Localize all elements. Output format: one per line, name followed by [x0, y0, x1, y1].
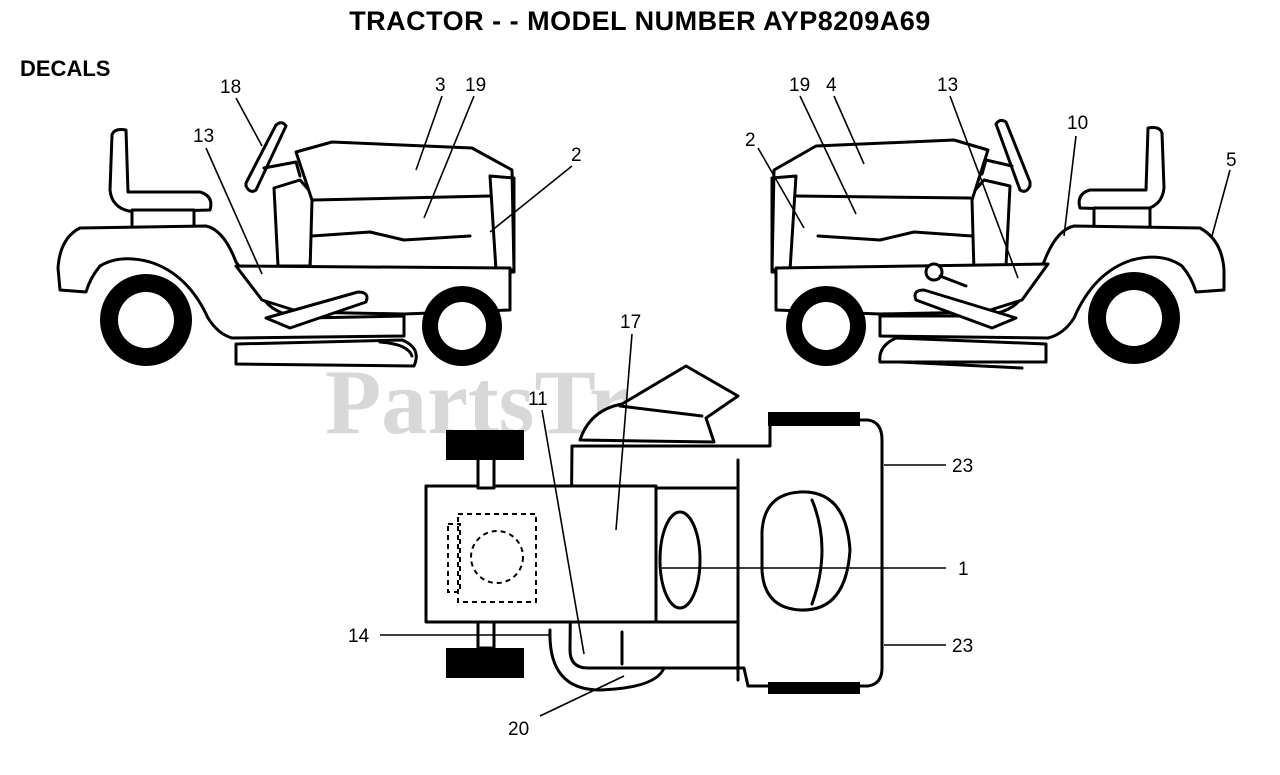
seat-top: [760, 490, 852, 612]
hood-top: [424, 484, 658, 624]
lever: [938, 274, 968, 288]
callout-19: 19: [789, 75, 810, 96]
dash-tower: [272, 178, 316, 268]
seat-back-line: [810, 498, 824, 606]
rear-tire-top-1: [768, 412, 860, 426]
callout-1: 1: [958, 559, 969, 580]
right-view-callouts: 19 4 13 10 2 5: [745, 75, 1237, 171]
hood: [294, 140, 516, 278]
callout-20: 20: [508, 719, 529, 740]
front-wheel-hub: [438, 302, 486, 350]
deck-lower-edge: [898, 360, 1024, 370]
engine-pulley: [470, 530, 524, 584]
hood-line: [312, 194, 492, 202]
front-wheel-hub: [802, 302, 850, 350]
hood-side-line: [310, 230, 472, 242]
callout-11: 11: [528, 389, 548, 410]
top-view-callouts: 17 11 23 1 14 23 20: [348, 312, 973, 740]
callout-23: 23: [952, 456, 973, 477]
seat: [108, 128, 213, 214]
callout-23: 23: [952, 636, 973, 657]
hood: [770, 138, 990, 278]
rear-tire-top-2: [768, 682, 860, 694]
rear-wheel-hub: [118, 292, 174, 348]
mower-deck-top: [548, 628, 666, 692]
dash-tower: [968, 178, 1012, 268]
engine-side: [447, 523, 461, 593]
front-axle-top: [476, 456, 496, 490]
callout-14: 14: [348, 626, 370, 647]
section-label: DECALS: [20, 56, 111, 81]
callout-5: 5: [1226, 150, 1237, 171]
dash-outline: [654, 486, 740, 624]
mower-deck: [878, 336, 1048, 364]
callout-2: 2: [745, 130, 756, 151]
tractor-left-side-view: [56, 121, 516, 368]
callout-19: 19: [465, 75, 486, 96]
grille: [770, 174, 798, 272]
rear-fender: [878, 224, 1226, 340]
front-tire-bottom: [446, 648, 524, 678]
hood-line: [794, 194, 972, 200]
steering-column: [262, 160, 302, 178]
steering-wheel: [244, 121, 288, 193]
callout-4: 4: [826, 75, 837, 96]
mower-deck: [234, 338, 418, 368]
steering-column: [980, 158, 1014, 176]
steering-wheel-top: [658, 510, 702, 610]
callout-3: 3: [435, 75, 446, 96]
callout-2: 2: [571, 145, 582, 166]
engine-outline: [457, 513, 537, 603]
open-hood-flap: [578, 364, 740, 444]
callout-13: 13: [937, 75, 958, 96]
left-view-callouts: 18 13 3 19 2: [193, 75, 582, 166]
page-title: TRACTOR - - MODEL NUMBER AYP8209A69: [349, 6, 931, 36]
hood-flap-crease: [618, 404, 704, 418]
grille: [488, 174, 516, 272]
deck-chute: [378, 340, 414, 358]
callout-13: 13: [193, 126, 214, 147]
seat: [1077, 126, 1166, 212]
front-tire-top: [446, 430, 524, 460]
callout-10: 10: [1067, 113, 1088, 134]
callout-18: 18: [220, 77, 241, 98]
leader-lines: [205, 95, 1231, 717]
foot-pedal: [913, 288, 1018, 330]
callout-17: 17: [620, 312, 641, 333]
tractor-right-side-view: [770, 118, 1226, 370]
rear-wheel-hub: [1106, 290, 1162, 346]
ignition-key: [924, 262, 944, 282]
rear-fender: [56, 224, 406, 340]
steering-wheel: [994, 118, 1032, 193]
foot-pedal: [264, 290, 369, 330]
hood-side-line: [816, 230, 974, 242]
